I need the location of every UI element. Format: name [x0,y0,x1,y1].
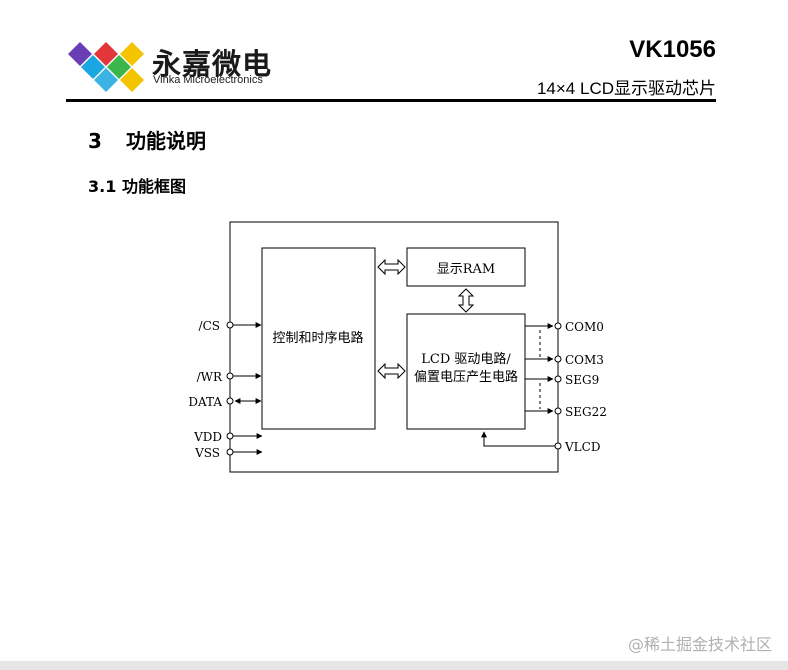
driver-block-label-2: 偏置电压产生电路 [414,369,518,385]
section-title: 功能说明 [126,129,206,153]
pin-label-vlcd: VLCD [564,440,600,454]
pin-vss [226,448,263,456]
chip-model: VK1056 [629,36,716,63]
subsection-number: 3.1 [88,177,117,196]
vinka-logo [68,42,144,92]
control-block-label: 控制和时序电路 [272,330,363,346]
ram-block [406,247,526,287]
pin-label-vss: VSS [194,446,220,460]
pin-vdd [226,432,263,440]
subsection-title: 功能框图 [122,177,187,196]
section-number: 3 [88,129,102,153]
pin-label-vdd: VDD [193,430,222,444]
pin-com0 [525,322,562,330]
pin-label-seg9: SEG9 [565,373,599,387]
logo-diamond-blue [81,55,105,79]
pin-label-wr: /WR [197,370,223,384]
driver-block [406,313,526,430]
brand-name-cn: 永嘉微电 [152,47,273,81]
logo-diamond-cyan [94,68,118,92]
bus-arrow-control-driver [377,362,406,380]
pin-label-seg22: SEG22 [565,405,607,419]
brand-name-en: Vinka Microelectronics [153,74,263,86]
pin-seg22 [525,407,562,415]
pin-com3 [525,355,562,363]
chip-outline [229,221,559,473]
logo-diamond-purple [68,42,92,66]
pin-wr [226,372,262,380]
footer-band [0,661,788,670]
pin-label-com3: COM3 [565,353,604,367]
pin-vlcd [481,431,562,450]
pin-label-data: DATA [188,395,222,409]
pin-cs [226,321,262,329]
header-rule [66,99,716,102]
section-heading: 3 功能说明 [88,125,206,154]
logo-diamond-yellow [120,68,144,92]
chip-subtitle: 14×4 LCD显示驱动芯片 [536,79,716,98]
pin-label-com0: COM0 [565,320,604,334]
pin-label-cs: /CS [199,319,220,333]
bus-arrow-ram-driver [457,288,475,313]
logo-diamond-green [107,55,131,79]
pin-seg9 [525,375,562,383]
subsection-heading: 3.1 功能框图 [88,173,186,197]
logo-diamond-yellow-top [120,42,144,66]
pin-data [226,397,262,405]
control-block [261,247,376,430]
bus-arrow-control-ram [377,258,406,276]
ram-block-label: 显示RAM [437,262,496,277]
driver-block-label-1: LCD 驱动电路/ [421,351,511,367]
watermark: @稀土掘金技术社区 [627,635,772,654]
logo-diamond-red [94,42,118,66]
